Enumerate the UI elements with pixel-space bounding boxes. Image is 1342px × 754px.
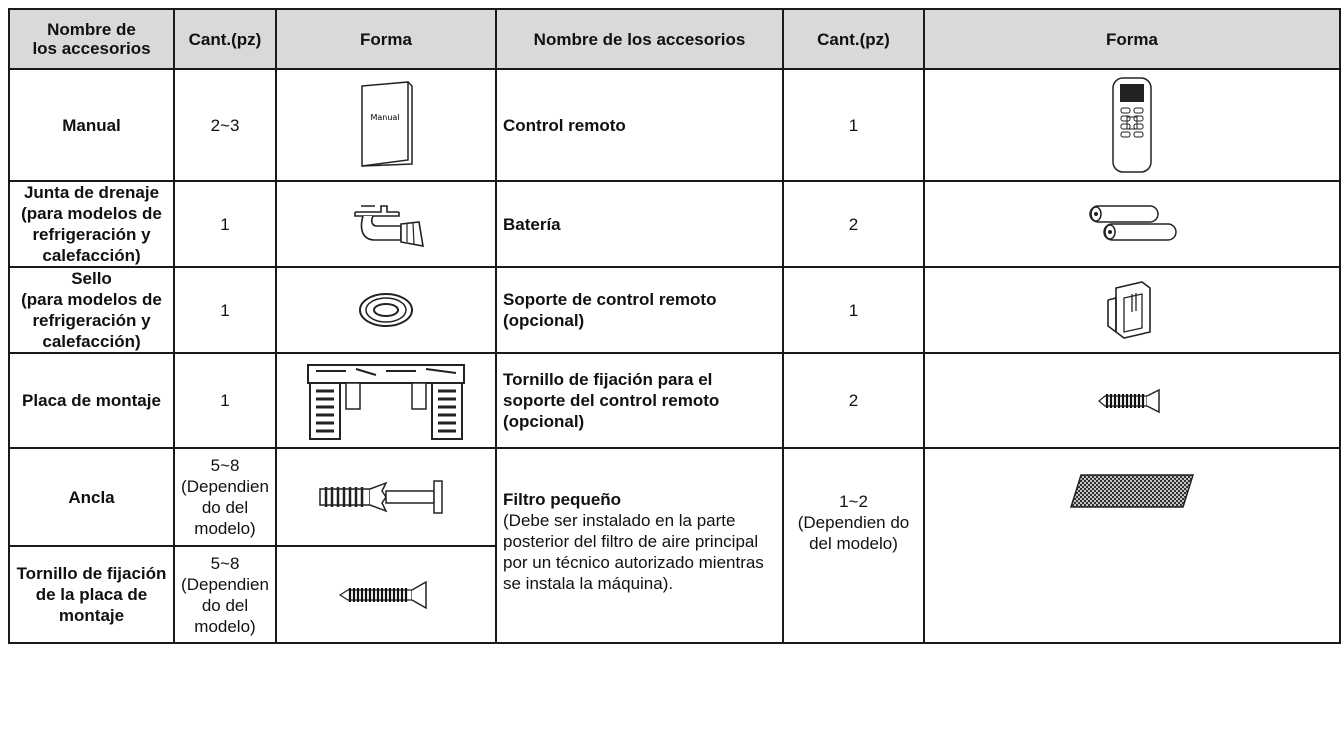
table-row: Placa de montaje 1 Tornillo de fijación …: [8, 352, 1341, 449]
table-row: Tornillo de fijación de la placa de mont…: [8, 545, 1340, 644]
remote-holder-icon: [923, 266, 1341, 354]
header-qty-left: Cant.(pz): [173, 8, 277, 70]
table-row: Junta de drenaje (para modelos de refrig…: [8, 180, 1341, 268]
battery-icon: [923, 180, 1341, 268]
accessory-qty: 2~3: [173, 68, 277, 182]
accessory-qty: 1: [782, 68, 925, 182]
accessory-qty: 1: [782, 266, 925, 354]
mounting-plate-icon: [275, 352, 497, 449]
header-name-right: Nombre de los accesorios: [495, 8, 784, 70]
anchor-icon: [275, 447, 497, 547]
accessory-qty: 1~2 (Dependien do del modelo): [782, 447, 925, 644]
accessories-table: Nombre de los accesorios Cant.(pz) Forma…: [8, 8, 1341, 644]
accessory-name: Manual: [8, 68, 175, 182]
drain-joint-icon: [275, 180, 497, 268]
header-shape-right: Forma: [923, 8, 1341, 70]
accessory-note: (Debe ser instalado en la parte posterio…: [503, 511, 764, 593]
accessory-qty: 5~8 (Dependien do del modelo): [173, 545, 277, 644]
accessory-name: Soporte de control remoto (opcional): [495, 266, 784, 354]
accessory-name: Tornillo de fijación de la placa de mont…: [8, 545, 175, 644]
accessory-name: Sello (para modelos de refrigeración y c…: [8, 266, 175, 354]
accessory-name: Control remoto: [495, 68, 784, 182]
screw-icon: [275, 545, 497, 644]
table-row: Sello (para modelos de refrigeración y c…: [8, 266, 1341, 354]
accessory-qty: 1: [173, 352, 277, 449]
header-row: Nombre de los accesorios Cant.(pz) Forma…: [8, 8, 1341, 70]
accessory-name: Batería: [495, 180, 784, 268]
table-row: Manual 2~3 Manual Control remoto 1: [8, 68, 1341, 182]
accessory-qty: 1: [173, 266, 277, 354]
accessory-qty: 2: [782, 352, 925, 449]
accessory-name: Ancla: [8, 447, 175, 547]
accessory-qty: 5~8 (Dependien do del modelo): [173, 447, 277, 547]
small-screw-icon: [923, 352, 1341, 449]
header-name-left: Nombre de los accesorios: [8, 8, 175, 70]
remote-control-icon: [923, 68, 1341, 182]
accessory-name: Tornillo de fijación para el soporte del…: [495, 352, 784, 449]
accessory-name: Placa de montaje: [8, 352, 175, 449]
accessory-name: Filtro pequeño: [503, 490, 622, 509]
svg-text:Manual: Manual: [370, 113, 399, 122]
accessory-qty: 2: [782, 180, 925, 268]
seal-ring-icon: [275, 266, 497, 354]
accessory-name: Junta de drenaje (para modelos de refrig…: [8, 180, 175, 268]
header-shape-left: Forma: [275, 8, 497, 70]
accessory-qty: 1: [173, 180, 277, 268]
table-row: Ancla 5~8 (Dependien do del modelo) Filt…: [8, 447, 1341, 644]
small-filter-icon: [923, 447, 1341, 644]
header-qty-right: Cant.(pz): [782, 8, 925, 70]
manual-booklet-icon: Manual: [275, 68, 497, 182]
small-filter-cell: Filtro pequeño (Debe ser instalado en la…: [495, 447, 784, 644]
